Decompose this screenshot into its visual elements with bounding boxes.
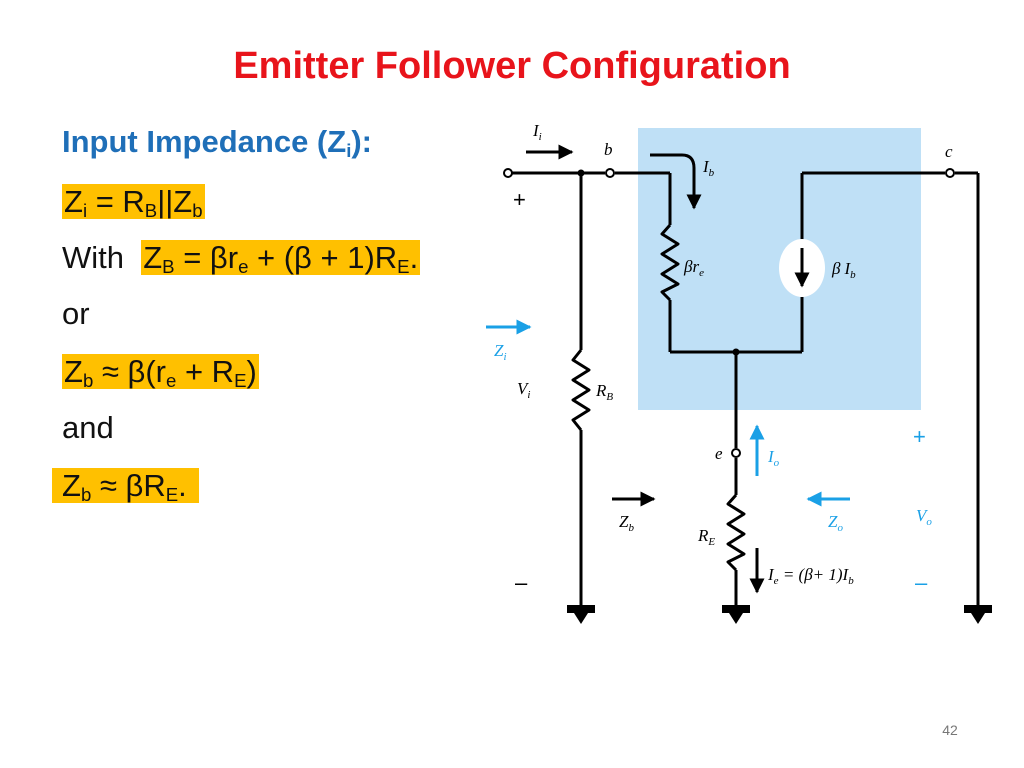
zb-beta-re-highlight: Zb ≈ βRE. [52, 468, 199, 504]
rb-resistor [571, 349, 591, 431]
beta-re-label: βre [683, 257, 704, 279]
vi-label: Vi [517, 379, 530, 401]
current-arrows [486, 144, 850, 594]
input-plus-sign: + [513, 187, 526, 212]
c-node-label: c [945, 142, 953, 161]
emitter-terminal [731, 448, 741, 458]
zo-label: Zo [828, 512, 843, 534]
ib-label: Ib [702, 157, 715, 179]
re-resistor [726, 494, 746, 572]
zb-label: Zb [619, 512, 634, 534]
zb-approx-equation: Zb ≈ β(re + RE) [62, 352, 259, 392]
or-word: or [62, 296, 90, 331]
zb-full-equation: ZB = βre + (β + 1)RE. [141, 240, 421, 278]
current-source [779, 239, 825, 297]
ii-label: Ii [532, 121, 542, 143]
input-minus-sign: – [515, 570, 528, 595]
page-number: 42 [942, 722, 958, 738]
ground-right [964, 605, 992, 613]
terminals [503, 168, 955, 458]
resistor-zigzags [571, 224, 746, 572]
b-node-label: b [604, 140, 613, 159]
zb-approx-highlight: Zb ≈ β(re + RE) [62, 354, 259, 392]
input-terminal [503, 168, 513, 178]
ib-arrow [650, 153, 702, 210]
with-line: With ZB = βre + (β + 1)RE. [62, 238, 421, 278]
output-minus-sign: – [915, 570, 928, 595]
collector-terminal [945, 168, 955, 178]
zi-equation: Zi = RB||Zb [62, 182, 205, 222]
junction-dot-b [577, 169, 585, 177]
output-plus-sign: + [913, 424, 926, 449]
input-impedance-heading: Input Impedance (Zi): [62, 124, 373, 162]
ie-label: Ie = (β+ 1)Ib [767, 565, 854, 587]
vo-label: Vo [916, 506, 932, 528]
base-terminal [605, 168, 615, 178]
rb-label: RB [595, 381, 613, 403]
and-word: and [62, 410, 114, 445]
ground-middle [722, 605, 750, 613]
re-label: RE [697, 526, 715, 548]
ground-left [567, 605, 595, 613]
zi-equation-highlight: Zi = RB||Zb [62, 184, 205, 222]
io-label: Io [767, 447, 780, 469]
ground-symbols [567, 605, 992, 624]
zi-label: Zi [494, 341, 507, 363]
slide-title: Emitter Follower Configuration [233, 45, 791, 87]
circuit-wires [504, 171, 980, 608]
zb-beta-re-equation: Zb ≈ βRE. [52, 466, 199, 506]
e-node-label: e [715, 444, 723, 463]
beta-re-resistor [660, 224, 680, 302]
junction-dot-e [732, 348, 740, 356]
with-word: With [62, 240, 124, 275]
